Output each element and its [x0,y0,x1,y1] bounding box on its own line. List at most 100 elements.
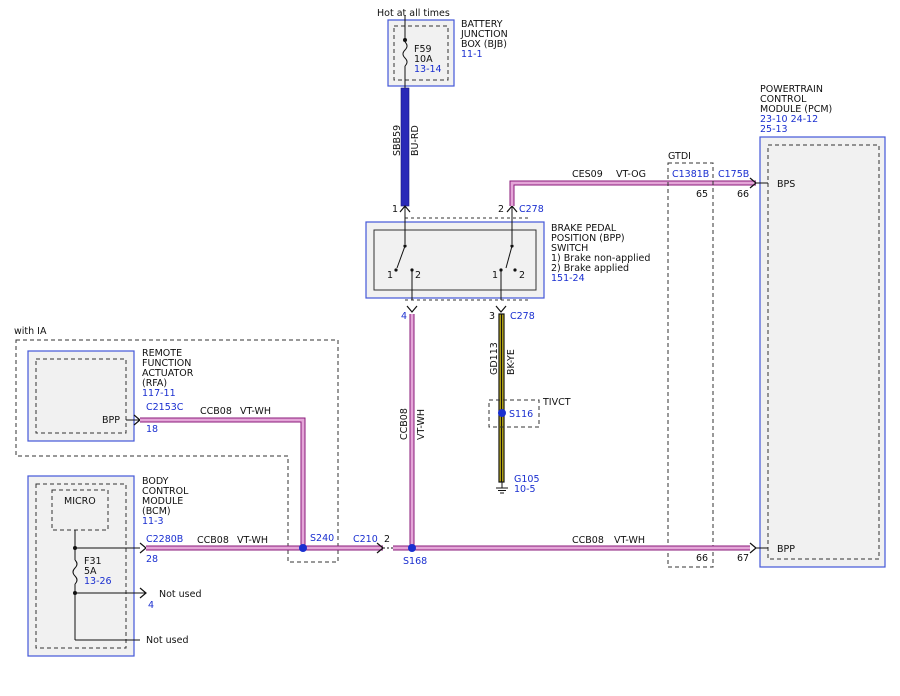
splice-s116-dot [498,409,506,417]
bcm-connector: C2280B [146,534,183,545]
wire-ces09-circuit: CES09 [572,169,603,180]
fuse-f59-name: F59 [414,44,432,55]
bpp-name-1: BRAKE PEDAL [551,223,617,234]
bcm-micro-box [51,489,109,531]
wire-ces09-color: VT-OG [616,169,646,180]
rfa-name-2: FUNCTION [142,358,191,369]
powertrain-control-module: POWERTRAIN CONTROL MODULE (PCM) 23-10 24… [718,84,886,568]
wire-ccb08-bcm-circuit: CCB08 [197,535,229,546]
wire-ces09-body [510,181,756,206]
remote-function-actuator: with IA BPP REMOTE FUNCTION ACTUATOR (RF… [14,326,339,563]
pcm-name-1: POWERTRAIN [760,84,823,95]
bcm-not-used-arrow-icon [139,587,147,599]
left-contact-1-label: 1 [387,270,393,281]
right-switch-blade-icon [505,245,513,269]
splice-s168-dot [408,544,416,552]
fuse-f31-rating: 5A [84,566,97,577]
c210-pin: 2 [384,534,390,545]
gtdi-pin-top: 65 [696,189,708,200]
wire-ccb08-switch-color: VT-WH [416,409,427,440]
bpp-connector-bottom: C278 [510,311,535,322]
pin4-bottom-arrow-icon [406,305,418,313]
bpp-ref: 151-24 [551,273,585,284]
fuse-f59-rating: 10A [414,54,433,65]
pcm-name-3: MODULE (PCM) [760,104,832,115]
wire-ccb08-rfa-color: VT-WH [240,406,271,417]
wire-sbb59-circuit: SBB59 [392,125,403,156]
pcm-name-2: CONTROL [760,94,807,105]
wire-sbb59: SBB59 BU-RD [392,87,421,207]
splice-s168-label: S168 [403,556,427,567]
bcm-box [27,475,135,657]
wire-ces09-outline [509,180,756,206]
battery-junction-box: Hot at all times F59 10A 13-14 BATTERY J… [377,8,508,88]
c210-connector: C210 [353,534,378,545]
body-control-module: MICRO F31 5A 13-26 BODY CONTROL MODULE (… [27,475,202,657]
splice-s240-dot [299,544,307,552]
gtdi-label: GTDI [668,151,691,162]
gtdi-pin-bottom: 66 [696,553,708,564]
pcm-ref-2: 25-13 [760,124,788,135]
left-switch-blade-icon [396,245,406,269]
right-contact-2-label: 2 [519,270,525,281]
wire-ccb08-switch-circuit: CCB08 [399,408,410,440]
rfa-name-1: REMOTE [142,348,182,359]
ground-g105-ref: 10-5 [514,484,536,495]
right-switch-contact-2 [513,268,517,272]
bcm-name-2: CONTROL [142,486,189,497]
fuse-f31-ref: 13-26 [84,576,112,587]
rfa-pin: 18 [146,424,158,435]
right-switch-pivot [510,244,514,248]
bjb-node [403,38,407,42]
fuse-f31-icon [72,559,78,585]
wire-ccb08-rfa-body [140,418,305,548]
rfa-name-4: (RFA) [142,378,167,389]
rfa-pin-label: BPP [102,415,120,426]
bjb-name-2: JUNCTION [460,29,508,40]
bjb-name-3: BOX (BJB) [461,39,507,50]
fuse-f31-name: F31 [84,556,102,567]
rfa-name-3: ACTUATOR [142,368,194,379]
pcm-bpp-pin: 67 [737,553,749,564]
bpp-connector-top: C278 [519,204,544,215]
right-contact-1-label: 1 [492,270,498,281]
gtdi-dashed-box [667,162,714,568]
rfa-box [27,350,135,442]
pcm-bpp-arrow-icon [749,542,757,554]
with-ia-label: with IA [14,326,47,337]
bjb-name-1: BATTERY [461,19,503,30]
fuse-f59-icon [402,41,408,67]
wire-gd113: GD113 BK-YE TIVCT S116 G105 10-5 [488,313,571,495]
with-ia-dashed-region [15,339,339,563]
rfa-connector: C2153C [146,402,184,413]
bpp-pin-top-left: 1 [392,204,398,215]
pin3-bottom-arrow-icon [495,305,507,313]
bpp-name-4: 1) Brake non-applied [551,253,650,264]
bpp-pin-bottom-right: 3 [489,311,495,322]
bcm-micro-label: MICRO [64,496,96,507]
rfa-ref: 117-11 [142,388,176,399]
bcm-not-used-1: Not used [159,589,202,600]
wire-ccb08-pcm-color: VT-WH [614,535,645,546]
pcm-box [759,136,886,568]
bcm-name-1: BODY [142,476,169,487]
bjb-hot-label: Hot at all times [377,8,450,19]
bpp-pin-top-right: 2 [498,204,504,215]
fuse-f59-ref: 13-14 [414,64,442,75]
bjb-ref: 11-1 [461,49,483,60]
pcm-inner-box [767,144,880,560]
bcm-not-used-pin: 4 [148,600,154,611]
bcm-inner-box [35,483,127,649]
gtdi-connector: C1381B [672,169,709,180]
bpp-switch: 1 2 C278 1 2 1 2 4 3 C278 BRAKE PEDAL PO… [365,204,650,322]
pcm-ref-1: 23-10 24-12 [760,114,818,125]
wire-ccb08-pcm-circuit: CCB08 [572,535,604,546]
rfa-inner-box [35,358,127,434]
pcm-bpp-label: BPP [777,544,795,555]
gtdi-group: GTDI C1381B 65 66 [667,151,714,568]
bpp-pin-bottom-left: 4 [401,311,407,322]
bpp-switch-inner [373,229,537,291]
tivct-dashed-box [488,399,540,428]
bcm-pin: 28 [146,554,158,565]
